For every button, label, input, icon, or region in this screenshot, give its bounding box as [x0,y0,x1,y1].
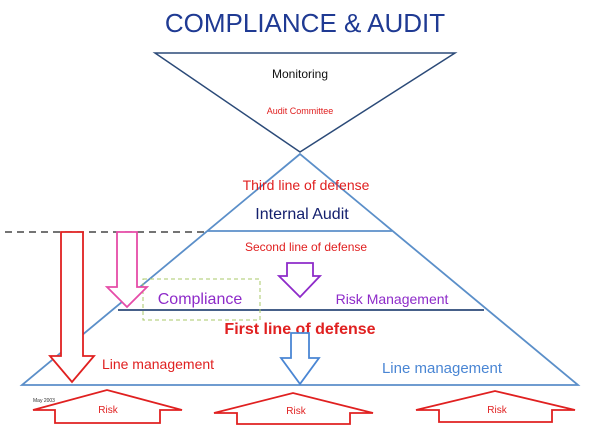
monitoring-label: Monitoring [272,67,328,81]
third-line-label: Third line of defense [243,177,370,193]
risk-arrow-2-shape [213,392,374,425]
footnote: May 2003 [33,398,55,404]
line-management-right-label: Line management [382,360,503,377]
risk-management-label: Risk Management [336,291,449,307]
risk-arrow-3-shape [415,390,576,423]
risk-arrow-2-label: Risk [286,406,306,417]
risk-arrow-2: Risk [213,392,374,425]
risk-arrow-1: Risk [32,389,183,424]
compliance-label: Compliance [158,291,243,308]
risk-arrow-1-shape [32,389,183,424]
page-title: COMPLIANCE & AUDIT [165,8,445,38]
blue-down-arrow [279,332,321,386]
first-line-label: First line of defense [224,321,375,338]
compliance-box [142,278,261,321]
pink-down-arrow [104,231,150,309]
second-line-label: Second line of defense [245,240,367,254]
internal-audit-label: Internal Audit [255,206,349,223]
risk-arrow-1-label: Risk [98,405,118,416]
line-management-left-label: Line management [102,356,214,372]
purple-down-arrow [276,262,323,299]
risk-arrow-3-label: Risk [487,405,507,416]
monitoring-triangle [152,52,458,153]
risk-arrow-3: Risk [415,390,576,423]
red-down-arrow [48,231,96,384]
audit-committee-label: Audit Committee [267,106,334,116]
